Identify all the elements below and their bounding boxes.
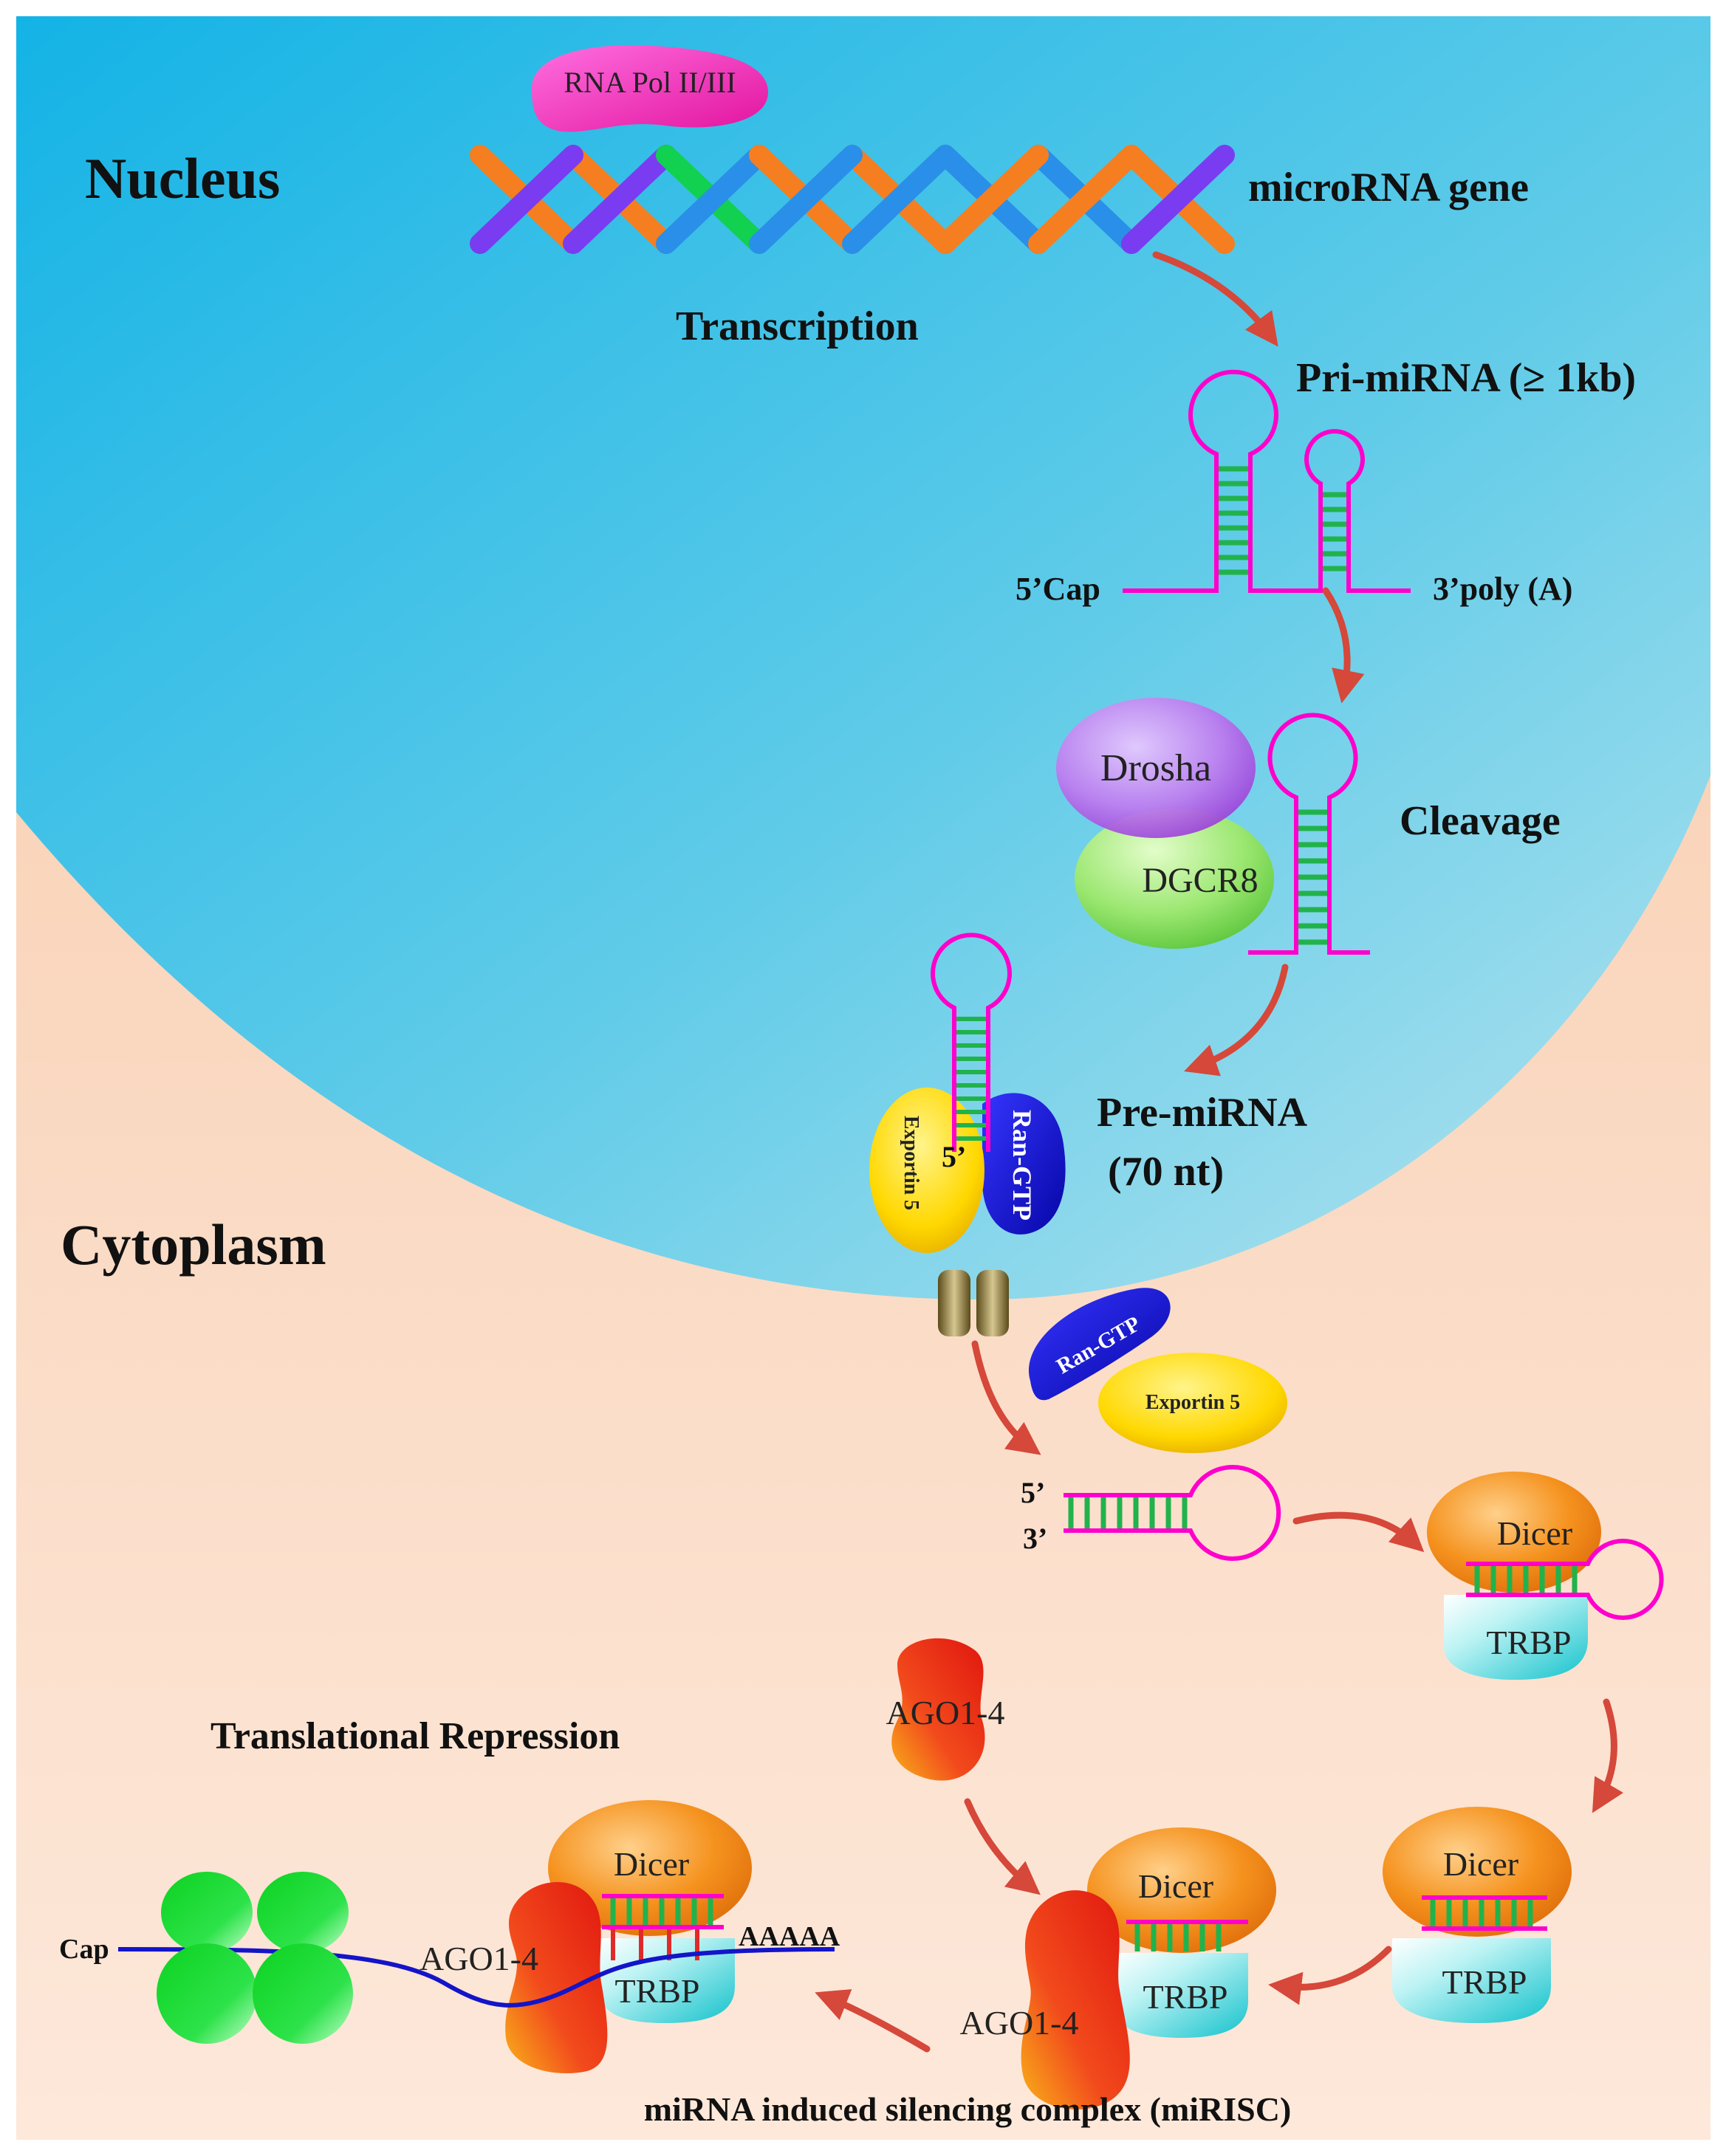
ribosome-1 [157, 1872, 257, 2044]
exportin5-free-label: Exportin 5 [1145, 1391, 1240, 1414]
trbp-label: TRBP [1143, 1978, 1227, 2016]
trbp-label: TRBP [1486, 1624, 1571, 1661]
pre-mirna-export-complex: Exportin 5 Ran-GTP 5’ [869, 933, 1066, 1253]
pre-mirna-five-prime-label: 5’ [942, 1140, 966, 1173]
pri-mirna-label: Pri-miRNA (≥ 1kb) [1296, 355, 1636, 401]
trbp-protein [1112, 1953, 1248, 2038]
arrow-repression [815, 1989, 931, 2053]
five-cap-label: 5’Cap [1016, 571, 1100, 607]
nucleus-label: Nucleus [85, 146, 280, 210]
dicer-label: Dicer [1497, 1514, 1572, 1552]
trbp-protein [1444, 1595, 1588, 1680]
microrna-gene-helix [470, 145, 1235, 254]
dicer-trbp-complex-loop: Dicer TRBP [1427, 1472, 1664, 1680]
exportin5-label-rotated: Exportin 5 [900, 1116, 922, 1210]
ago-repression-label: AGO1-4 [419, 1940, 538, 1977]
arrow-ago-binding [964, 1798, 1041, 1895]
released-transport-proteins: Ran-GTP Exportin 5 [1028, 1288, 1287, 1453]
dicer-trbp-complex-duplex: Dicer TRBP [1383, 1807, 1572, 2023]
cytoplasm-label: Cytoplasm [61, 1212, 326, 1277]
dicer-label: Dicer [1138, 1867, 1213, 1905]
nuclear-pore [938, 1270, 1009, 1336]
five-prime-label: 5’ [1021, 1476, 1045, 1509]
arrow-transcription [1152, 251, 1278, 347]
nucleus-region [16, 16, 1710, 1300]
polya-tail-label: AAAAA [739, 1921, 840, 1952]
dgcr8-label: DGCR8 [1142, 861, 1258, 900]
trbp-protein [1392, 1938, 1551, 2023]
arrow-pre-mirna [1184, 964, 1289, 1077]
exportin5-free [1098, 1353, 1287, 1453]
mirisc-label: miRNA induced silencing complex (miRISC) [644, 2090, 1292, 2128]
process-arrows [815, 251, 1624, 2053]
rna-pol-label: RNA Pol II/III [564, 66, 736, 99]
dicer-label: Dicer [1443, 1845, 1518, 1883]
ran-gtp-label-rotated: Ran-GTP [1007, 1110, 1037, 1221]
ribosome-2 [253, 1872, 353, 2044]
three-polya-label: 3’poly (A) [1433, 571, 1572, 607]
cytoplasmic-pre-mirna: 5’ 3’ [1021, 1465, 1281, 1561]
trbp-label: TRBP [1442, 1963, 1527, 2001]
ago-bound-label: AGO1-4 [960, 2004, 1079, 2042]
three-prime-label: 3’ [1023, 1522, 1047, 1555]
trbp-label: TRBP [614, 1972, 699, 2010]
arrow-to-miRISC [1268, 1946, 1392, 2005]
microrna-gene-label: microRNA gene [1248, 165, 1529, 210]
trbp-protein [598, 1938, 735, 2023]
free-ago-protein: AGO1-4 [886, 1638, 1005, 1781]
arrow-cleavage [1322, 587, 1365, 704]
translational-repression-label: Translational Repression [210, 1715, 620, 1757]
drosha-dgcr8-complex: Drosha DGCR8 [1056, 698, 1370, 955]
ran-gtp-free [1028, 1288, 1171, 1401]
dicer-protein [548, 1800, 752, 1936]
pre-mirna-length-label: (70 nt) [1108, 1149, 1224, 1195]
dgcr8-protein [1075, 808, 1274, 949]
translational-repression-complex: Dicer TRBP [505, 1800, 752, 2073]
ran-gtp-protein [982, 1093, 1066, 1235]
dicer-label: Dicer [614, 1845, 689, 1883]
ago-protein [1021, 1890, 1130, 2109]
arrow-export [971, 1340, 1041, 1455]
mirisc-assembly-complex: Dicer TRBP AGO1-4 [960, 1827, 1276, 2109]
cap-label: Cap [59, 1934, 109, 1965]
pre-mirna-label: Pre-miRNA [1097, 1090, 1308, 1136]
dicer-protein [1383, 1807, 1572, 1937]
arrow-dicer-processing [1592, 1698, 1624, 1813]
ago-free-label: AGO1-4 [886, 1694, 1005, 1731]
arrow-to-dicer [1292, 1511, 1425, 1553]
ago-protein [505, 1881, 608, 2073]
transcription-label: Transcription [676, 303, 919, 349]
drosha-label: Drosha [1100, 747, 1211, 789]
drosha-protein [1056, 698, 1256, 838]
rna-pol-complex: RNA Pol II/III [532, 45, 768, 132]
pri-mirna-structure [1123, 369, 1411, 593]
cleavage-label: Cleavage [1400, 798, 1561, 844]
